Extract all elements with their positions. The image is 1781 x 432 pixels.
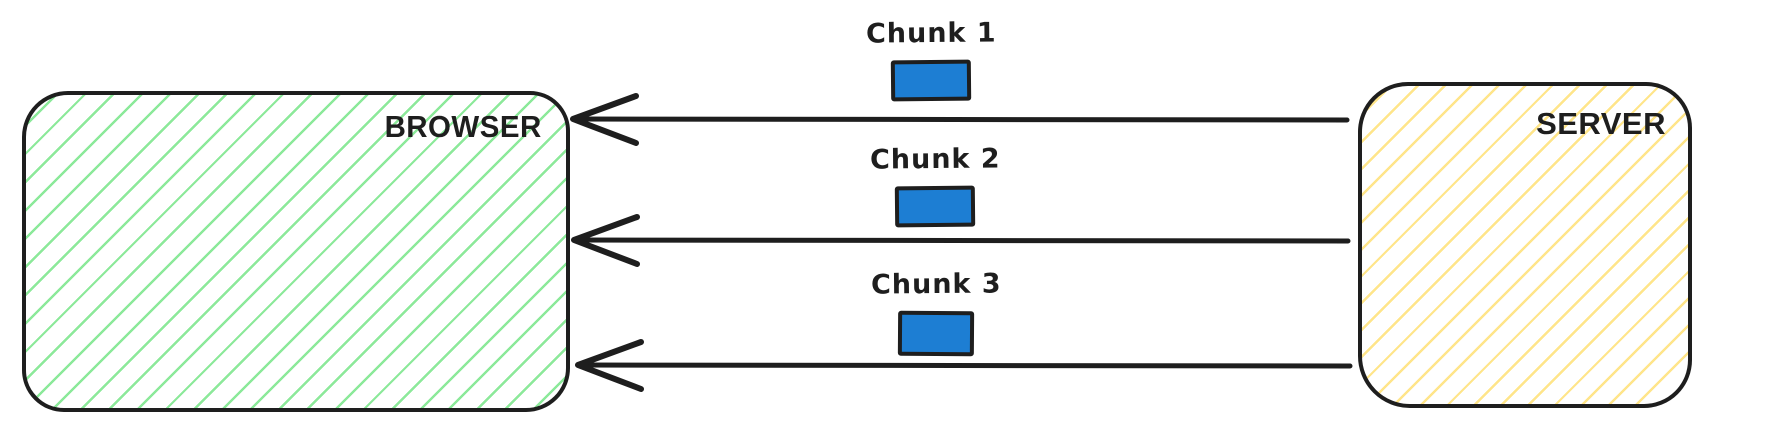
chunk-group-2: Chunk 2	[845, 142, 1025, 228]
chunk-3-label: Chunk 3	[870, 268, 1002, 301]
arrow-shaft	[573, 116, 1350, 123]
arrow-shaft	[574, 237, 1351, 244]
node-server-label: SERVER	[1536, 106, 1666, 141]
arrow-shaft	[578, 362, 1353, 369]
arrow-head-icon	[575, 339, 644, 392]
arrow-head-icon	[570, 93, 639, 146]
node-server: SERVER	[1358, 82, 1692, 408]
chunk-2-label: Chunk 2	[869, 143, 1001, 176]
chunk-group-1: Chunk 1	[841, 16, 1021, 102]
chunk-1-block	[890, 59, 972, 102]
chunk-3-block	[897, 310, 975, 357]
arrow-chunk-1	[570, 93, 1350, 146]
node-browser: BROWSER	[22, 91, 570, 412]
chunk-group-3: Chunk 3	[846, 267, 1026, 357]
node-browser-label: BROWSER	[384, 109, 542, 144]
chunk-2-block	[894, 185, 976, 228]
arrow-head-icon	[571, 214, 640, 267]
chunk-1-label: Chunk 1	[865, 17, 997, 50]
